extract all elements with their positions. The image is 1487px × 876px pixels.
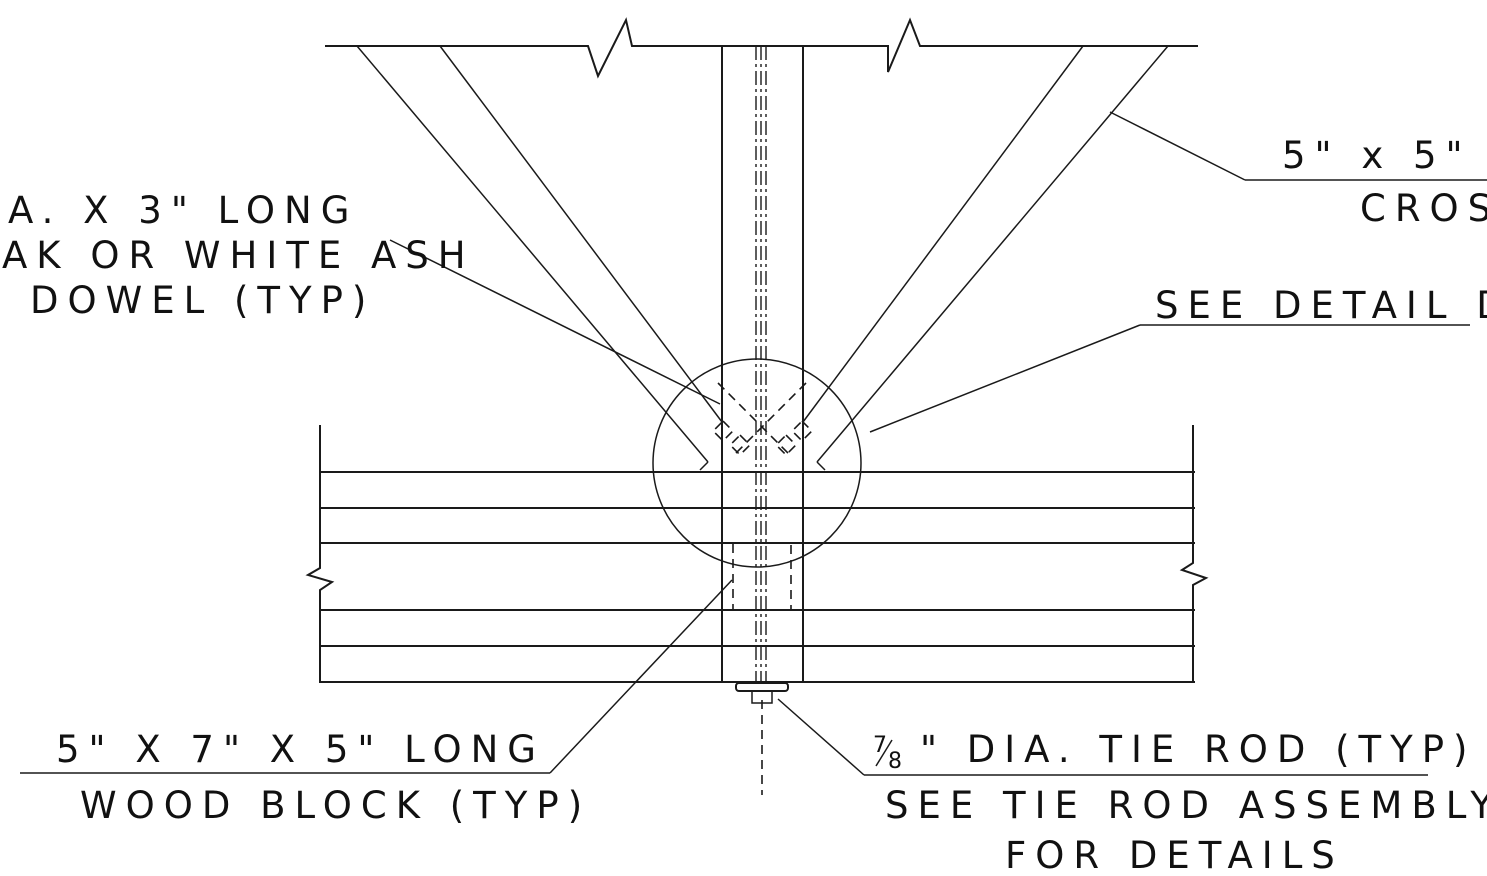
right-cross-brace xyxy=(802,45,1169,471)
tie-rod-hidden xyxy=(755,46,767,795)
cross-size-label: 5" x 5" xyxy=(1282,134,1472,177)
left-cross-brace xyxy=(356,45,723,471)
wood-block-label-line2: WOOD BLOCK (TYP) xyxy=(80,784,591,827)
dowel-label-line1: A. X 3" LONG xyxy=(8,189,358,232)
tie-rod-fraction-bar xyxy=(875,739,893,767)
left-break-line xyxy=(305,425,335,683)
leader-lines xyxy=(20,111,1487,776)
tie-rod-label-line2: SEE TIE ROD ASSEMBLY xyxy=(885,784,1487,827)
deck-planks xyxy=(320,471,1195,683)
detail-d-circle xyxy=(652,358,862,568)
dowel-label-line2: AK OR WHITE ASH xyxy=(2,234,475,277)
tie-rod-fraction-denominator: 8 xyxy=(888,749,902,774)
wood-block-label-line1: 5" X 7" X 5" LONG xyxy=(56,728,545,771)
dowel-label-line3: DOWEL (TYP) xyxy=(30,279,375,322)
tie-rod-fraction-numerator: 7 xyxy=(873,733,887,758)
cross-word-label: CROSS xyxy=(1360,187,1487,230)
see-detail-label: SEE DETAIL D xyxy=(1155,284,1487,327)
tie-rod-label-line1: " DIA. TIE ROD (TYP) xyxy=(920,728,1477,771)
dowel-hidden-shapes xyxy=(711,382,814,458)
right-break-line xyxy=(1179,425,1209,683)
tie-rod-nut xyxy=(735,682,789,704)
wood-block-hidden xyxy=(732,542,792,611)
tie-rod-label-line3: FOR DETAILS xyxy=(1005,834,1344,876)
top-break-line xyxy=(325,17,1198,79)
